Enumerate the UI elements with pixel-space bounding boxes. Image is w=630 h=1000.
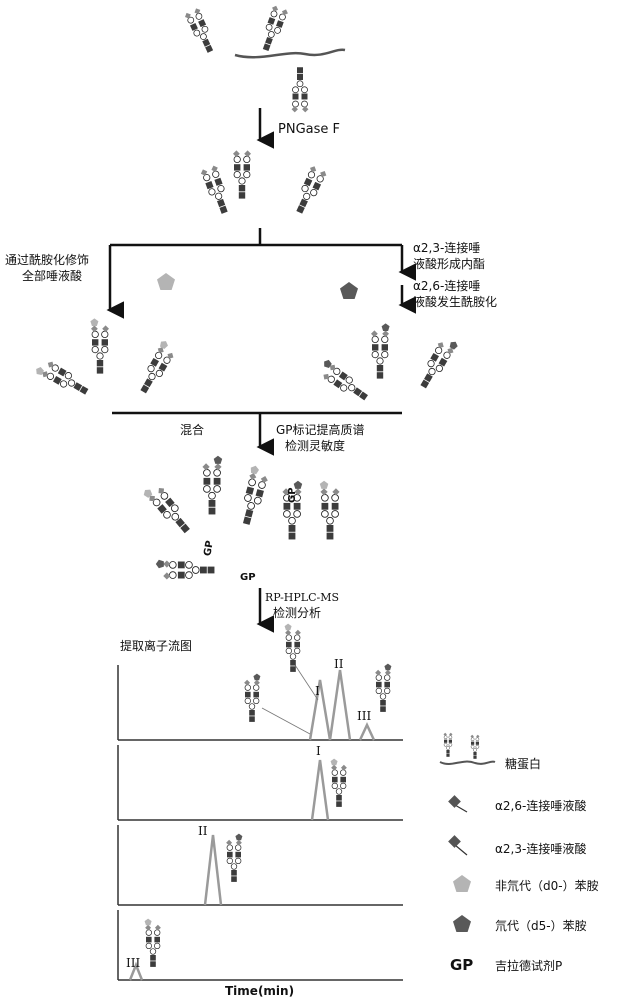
analysis-line1: RP-HPLC-MS	[265, 591, 339, 604]
peak-label-II: II	[198, 824, 208, 838]
gp-labeled-glycans: GP GP GP	[142, 456, 340, 583]
sialic-26-icon	[448, 795, 468, 813]
dark-pentagon-icon	[453, 915, 471, 932]
right-branch-a-line1: α2,3-连接唾	[413, 240, 480, 255]
dark-pentagon-reagent	[340, 282, 358, 299]
light-pentagon-icon	[453, 875, 471, 892]
legend-label-light-aniline: 非氘代（d0-）苯胺	[495, 879, 599, 893]
legend-label-sialic-23: α2,3-连接唾液酸	[495, 841, 586, 856]
left-branch-line1: 通过酰胺化修饰	[5, 252, 89, 267]
peak-label-I: I	[316, 744, 321, 758]
left-branch-line2: 全部唾液酸	[22, 268, 82, 283]
xic-title: 提取离子流图	[120, 638, 192, 653]
light-labeled-glycans	[34, 318, 178, 400]
mix-label: 混合	[180, 422, 204, 437]
legend-label-heavy-aniline: 氘代（d5-）苯胺	[495, 919, 587, 933]
legend-label-sialic-26: α2,6-连接唾液酸	[495, 798, 586, 813]
peak-label-I: I	[315, 684, 320, 698]
glycoprotein-icon	[439, 732, 496, 765]
pngase-label: PNGase F	[278, 122, 340, 137]
legend: 糖蛋白 α2,6-连接唾液酸 α2,3-连接唾液酸 非氘代（d0-）苯胺 氘代（…	[439, 732, 599, 974]
peak-label-III: III	[126, 956, 140, 970]
gp-tag: GP	[202, 540, 216, 557]
split-branch	[106, 228, 416, 319]
released-glycans	[199, 150, 329, 217]
right-branch-b-line1: α2,6-连接唾	[413, 278, 480, 293]
right-branch-b-line2: 液酸发生酰胺化	[413, 294, 497, 309]
gp-icon: GP	[450, 956, 473, 974]
gp-label-line2: 检测灵敏度	[285, 438, 345, 453]
peak-label-II: II	[334, 657, 344, 671]
glycoprotein-illustration	[183, 4, 346, 113]
legend-label-glycoprotein: 糖蛋白	[505, 756, 541, 771]
gp-label-line1: GP标记提高质谱	[276, 422, 365, 437]
x-axis-label: Time(min)	[225, 984, 294, 998]
gp-tag: GP	[287, 487, 298, 503]
peak-label-III: III	[357, 709, 371, 723]
analysis-line2: 检测分析	[273, 605, 321, 620]
chromatogram-panels	[117, 624, 403, 981]
light-pentagon-reagent	[157, 273, 175, 290]
legend-label-girard: 吉拉德试剂P	[495, 958, 562, 973]
heavy-labeled-glycans	[316, 323, 459, 405]
gp-tag: GP	[240, 572, 256, 583]
sialic-23-icon	[448, 835, 468, 856]
right-branch-a-line2: 液酸形成内酯	[413, 256, 485, 271]
